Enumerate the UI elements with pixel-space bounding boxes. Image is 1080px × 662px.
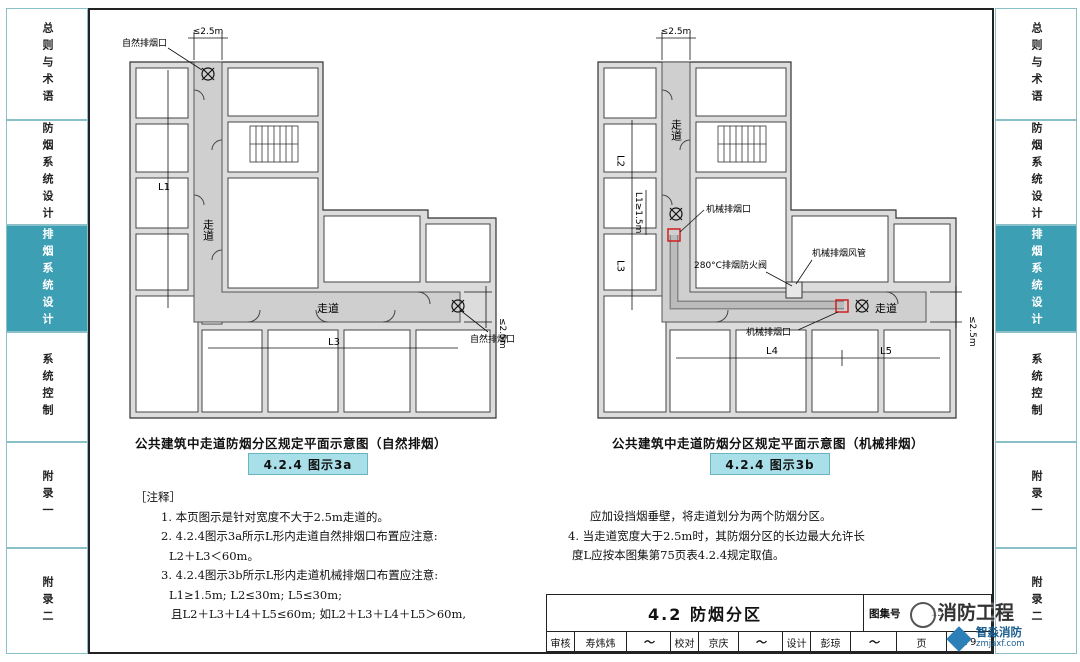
watermark-brand: 智淼消防 <box>976 625 1022 639</box>
note-line: L2＋L3＜60m。 <box>169 548 259 563</box>
note-line: 4. 当走道宽度大于2.5m时，其防烟分区的长边最大允许长 <box>568 528 865 543</box>
right-sidebar: 总则与术语 防烟系统设计 排烟系统设计 系统控制 附录一 附录二 <box>995 8 1077 654</box>
sidebar-right-tab-smoke-exhaust[interactable]: 排烟系统设计 <box>995 225 1077 332</box>
note-line: L1≥1.5m; L2≤30m; L5≤30m; <box>169 587 342 602</box>
sidebar-left-tab-label: 附录一 <box>41 469 54 521</box>
title-block-signature-row: 审核 寿炜炜 ～ 校对 京庆 ～ 设计 彭琼 ～ 页 79 <box>547 631 993 653</box>
fig-b-caption: 公共建筑中走道防烟分区规定平面示意图（机械排烟） <box>612 436 925 451</box>
design-label: 设计 <box>783 631 811 653</box>
title-block-title: 4.2 防烟分区 <box>547 595 864 632</box>
sidebar-left-tab-appendix-2[interactable]: 附录二 <box>6 548 88 654</box>
note-line: 度L应按本图集第75页表4.2.4规定取值。 <box>572 548 785 562</box>
fig-b-damper-label: 280°C排烟防火阀 <box>694 259 767 271</box>
sidebar-right-tab-label: 系统控制 <box>1030 353 1043 421</box>
fig-b-mech-vent-bottom-label: 机械排烟口 <box>746 326 791 338</box>
fig-a-corridor-horizontal-label: 走道 <box>317 301 339 315</box>
fig-a-dim-right: ≤2.5m <box>497 318 507 349</box>
notes-right: 应加设挡烟垂壁，将走道划分为两个防烟分区。 4. 当走道宽度大于2.5m时，其防… <box>568 507 865 566</box>
floor-plan-mechanical-exhaust: ≤2.5m 走道 走道 L2 L1≥1.5m L3 L4 L5 机械排烟口 28… <box>597 27 977 419</box>
check-label: 校对 <box>671 631 699 653</box>
sidebar-left-tab-label: 总则与术语 <box>41 21 54 107</box>
check-name: 京庆 <box>699 631 739 653</box>
note-line: 且L2＋L3＋L4＋L5≤60m; 如L2＋L3＋L4＋L5＞60m, <box>171 607 467 621</box>
sidebar-right-tab-label: 防烟系统设计 <box>1030 121 1043 224</box>
design-signature: ～ <box>851 631 897 653</box>
sidebar-right-tab-label: 附录一 <box>1030 469 1043 521</box>
fig-b-tag: 4.2.4 图示3b <box>710 453 830 475</box>
fig-b-dim-top: ≤2.5m <box>661 27 692 37</box>
fig-a-tag: 4.2.4 图示3a <box>248 453 368 475</box>
watermark-url: zmjaxf.com <box>976 639 1025 649</box>
sidebar-right-tab-appendix-1[interactable]: 附录一 <box>995 442 1077 548</box>
fig-a-caption: 公共建筑中走道防烟分区规定平面示意图（自然排烟） <box>135 436 448 451</box>
sidebar-right-tab-label: 附录二 <box>1030 575 1043 627</box>
fig-b-corridor-vertical-label: 走道 <box>670 119 683 141</box>
sidebar-left-tab-label: 系统控制 <box>41 353 54 421</box>
note-line: 2. 4.2.4图示3a所示L形内走道自然排烟口布置应注意: <box>161 529 438 543</box>
fig-a-l3-label: L3 <box>328 337 340 348</box>
notes-left: ［注释］ 1. 本页图示是针对宽度不大于2.5m走道的。 2. 4.2.4图示3… <box>135 488 466 625</box>
sidebar-right-tab-general[interactable]: 总则与术语 <box>995 8 1077 120</box>
sidebar-right-tab-control[interactable]: 系统控制 <box>995 332 1077 442</box>
title-block: 4.2 防烟分区 图集号 15 审核 寿炜炜 ～ 校对 京庆 ～ 设计 彭琼 ～… <box>546 594 993 653</box>
wechat-icon <box>910 602 936 628</box>
note-line: 3. 4.2.4图示3b所示L形内走道机械排烟口布置应注意: <box>161 568 439 582</box>
fig-b-duct-label: 机械排烟风管 <box>812 247 866 259</box>
left-sidebar: 总则与术语 防烟系统设计 排烟系统设计 系统控制 附录一 附录二 <box>6 8 88 654</box>
watermark-channel: 消防工程 <box>938 602 1015 624</box>
sidebar-left-tab-label: 防烟系统设计 <box>41 121 54 224</box>
fig-a-corridor-vertical-label: 走道 <box>202 219 215 241</box>
sidebar-left-tab-appendix-1[interactable]: 附录一 <box>6 442 88 548</box>
sidebar-left-tab-control[interactable]: 系统控制 <box>6 332 88 442</box>
review-name: 寿炜炜 <box>575 631 627 653</box>
drawing-frame <box>88 8 994 654</box>
page-label: 页 <box>897 631 947 653</box>
fig-a-l1-label: L1 <box>158 182 170 193</box>
notes-heading: ［注释］ <box>135 490 181 504</box>
review-label: 审核 <box>547 631 575 653</box>
note-line: 应加设挡烟垂壁，将走道划分为两个防烟分区。 <box>590 509 832 523</box>
floor-plan-natural-exhaust: ≤2.5m 自然排烟口 走道 走道 L1 L3 ≤2.5m 自然排烟口 <box>122 27 515 419</box>
design-name: 彭琼 <box>811 631 851 653</box>
sidebar-left-tab-label: 附录二 <box>41 575 54 627</box>
brand-logo-icon <box>946 626 972 652</box>
page-number: 79 <box>963 636 977 648</box>
fig-a-vent-top-label: 自然排烟口 <box>122 37 167 49</box>
sidebar-left-tab-smoke-exhaust[interactable]: 排烟系统设计 <box>6 225 88 332</box>
sidebar-left-tab-smoke-prevention[interactable]: 防烟系统设计 <box>6 120 88 225</box>
sidebar-right-tab-label: 排烟系统设计 <box>1030 227 1043 330</box>
watermark: 消防工程 智淼消防 zmjaxf.com <box>880 596 1070 654</box>
review-signature: ～ <box>627 631 671 653</box>
fig-b-l2-label: L2 <box>615 155 626 167</box>
sidebar-left-tab-label: 排烟系统设计 <box>41 227 54 330</box>
sidebar-right-tab-smoke-prevention[interactable]: 防烟系统设计 <box>995 120 1077 225</box>
check-signature: ～ <box>739 631 783 653</box>
note-line: 1. 本页图示是针对宽度不大于2.5m走道的。 <box>161 509 389 524</box>
fig-b-l5-label: L5 <box>880 346 892 357</box>
fig-b-corridor-horizontal-label: 走道 <box>875 301 897 315</box>
atlas-label: 图集号 <box>869 607 901 620</box>
fig-b-dim-right: ≤2.5m <box>967 316 977 347</box>
fig-b-mech-vent-top-label: 机械排烟口 <box>706 203 751 215</box>
fig-b-l3-label: L3 <box>615 260 626 272</box>
fig-a-dim-top: ≤2.5m <box>193 27 224 37</box>
sidebar-left-tab-general[interactable]: 总则与术语 <box>6 8 88 120</box>
fig-a-vent-right-label: 自然排烟口 <box>470 333 515 345</box>
sidebar-right-tab-label: 总则与术语 <box>1030 21 1043 107</box>
fig-b-l1-label: L1≥1.5m <box>633 192 643 233</box>
fig-b-l4-label: L4 <box>766 346 778 357</box>
sidebar-right-tab-appendix-2[interactable]: 附录二 <box>995 548 1077 654</box>
